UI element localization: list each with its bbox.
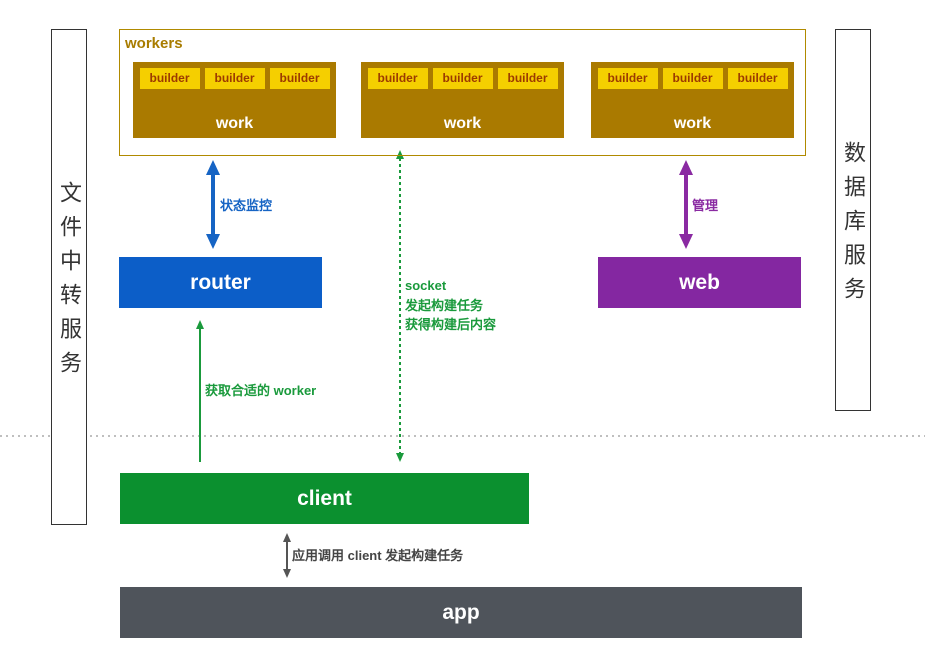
app-client-arrow-head-bottom [283,569,291,578]
workers-web-arrow-head-top [679,160,693,175]
builder-node: builder [204,68,265,89]
database-service-label: 数据库服务 [841,141,866,311]
workers-router-arrow [206,160,220,249]
builder-node: builder [432,68,493,89]
app-calls-client-label: 应用调用 client 发起构建任务 [292,548,464,563]
app-client-arrow [283,533,291,578]
status-monitor-label: 状态监控 [220,198,273,213]
file-transfer-service-panel: 文件中转服务 [51,29,87,525]
builder-node: builder [497,68,558,89]
workers-router-arrow-head-top [206,160,220,175]
builder-node: builder [727,68,788,89]
builder-node: builder [269,68,330,89]
socket-label-line: 获得构建后内容 [405,317,497,332]
workers-client-socket-arrow [396,150,404,462]
workers-client-socket-arrow-head-bottom [396,453,404,462]
work-node-1: builder builder builder work [133,62,336,138]
builder-row: builder builder builder [133,68,336,89]
work-node-3: builder builder builder work [591,62,794,138]
web-node: web [598,257,801,308]
socket-label: socket 发起构建任务 获得构建后内容 [405,276,496,335]
workers-router-arrow-head-bottom [206,234,220,249]
file-transfer-service-label: 文件中转服务 [57,181,82,385]
client-router-arrow [196,320,204,462]
builder-node: builder [367,68,428,89]
workers-container: workers [119,29,806,156]
builder-node: builder [662,68,723,89]
router-node: router [119,257,322,308]
work-label: work [215,115,254,132]
app-node: app [120,587,802,638]
builder-node: builder [597,68,658,89]
get-worker-label: 获取合适的 worker [205,383,317,398]
workers-web-arrow-head-bottom [679,234,693,249]
work-node-2: builder builder builder work [361,62,564,138]
database-service-panel: 数据库服务 [835,29,871,411]
work-label: work [443,115,482,132]
socket-label-line: socket [405,278,447,293]
app-client-arrow-head-top [283,533,291,542]
workers-web-arrow [679,160,693,249]
client-router-arrow-head [196,320,204,329]
manage-label: 管理 [692,198,719,213]
work-label: work [673,115,712,132]
socket-label-line: 发起构建任务 [405,297,484,313]
client-node: client [120,473,529,524]
builder-row: builder builder builder [361,68,564,89]
builder-node: builder [139,68,200,89]
workers-title: workers [125,35,183,52]
builder-row: builder builder builder [591,68,794,89]
